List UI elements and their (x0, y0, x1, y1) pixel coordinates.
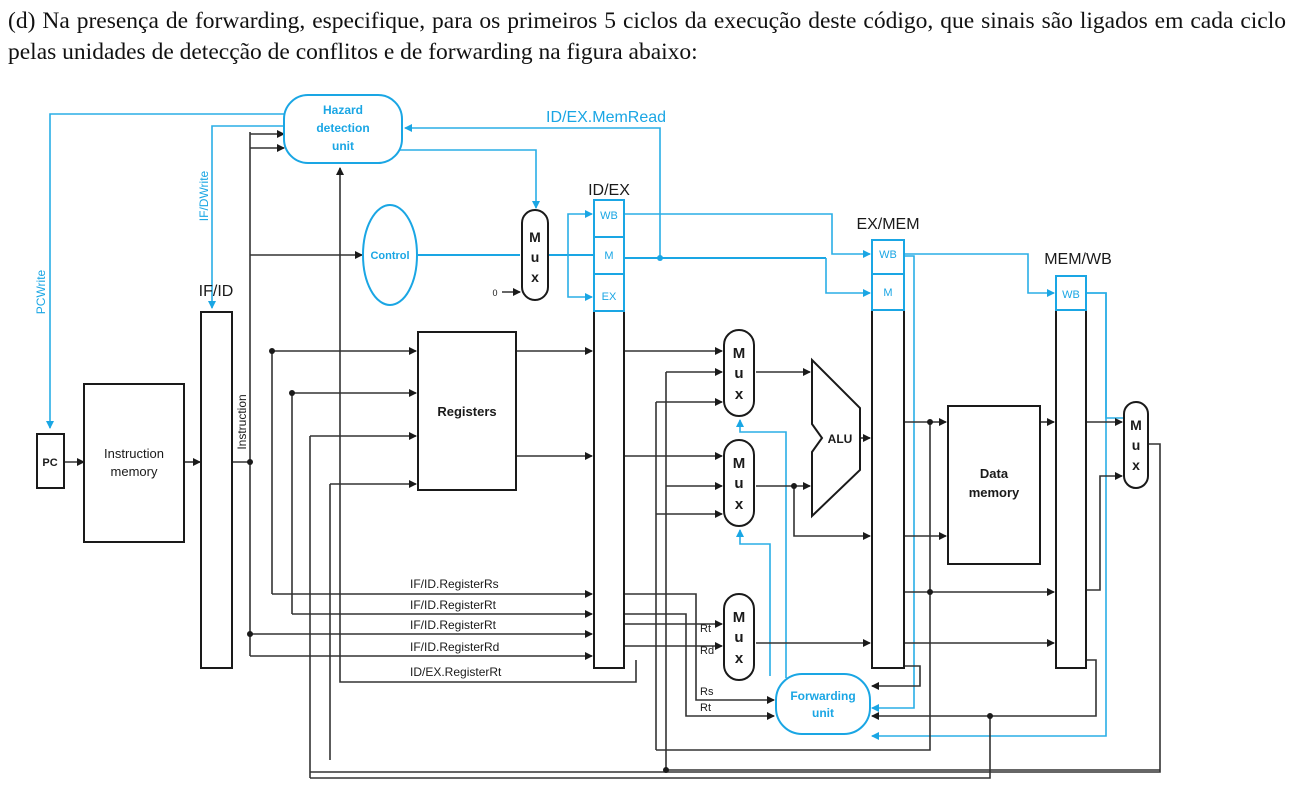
svg-text:memory: memory (969, 485, 1020, 500)
svg-text:Forwarding: Forwarding (790, 689, 855, 703)
svg-text:M: M (1130, 417, 1142, 433)
svg-text:u: u (734, 475, 743, 492)
idex-rt-label: ID/EX.RegisterRt (410, 665, 502, 679)
writeback-mux: M u x (1123, 401, 1149, 489)
rs-label: Rs (700, 686, 714, 698)
svg-text:WB: WB (600, 210, 618, 222)
svg-text:u: u (1132, 437, 1141, 453)
control-label: Control (370, 250, 409, 262)
if-id-label: IF/ID (199, 283, 234, 300)
alu-mux-a: M u x (723, 329, 755, 417)
rt2-label: Rt (700, 702, 711, 714)
svg-text:M: M (883, 287, 892, 299)
svg-text:ALU: ALU (828, 432, 853, 446)
id-ex-register: WB M EX ID/EX (588, 182, 630, 669)
hazard-label-3: unit (332, 139, 354, 153)
regdst-mux: M u x (723, 593, 755, 681)
svg-text:x: x (1132, 457, 1140, 473)
svg-text:memory: memory (111, 464, 158, 479)
svg-text:Data: Data (980, 466, 1009, 481)
zero-input: 0 (492, 288, 497, 298)
instruction-memory: Instruction memory (83, 383, 185, 543)
ifid-rd-label: IF/ID.RegisterRd (410, 640, 499, 654)
svg-text:u: u (734, 365, 743, 382)
ifid-rt1-label: IF/ID.RegisterRt (410, 598, 497, 612)
ifid-rt2-label: IF/ID.RegisterRt (410, 618, 497, 632)
pcwrite-label: PCWrite (34, 269, 48, 314)
alu-mux-b: M u x (723, 439, 755, 527)
alu: ALU (811, 357, 861, 519)
ex-mem-register: WB M EX/MEM (856, 216, 920, 669)
id-ex-label: ID/EX (588, 182, 630, 199)
mem-wb-register: WB MEM/WB (1044, 251, 1112, 669)
ifdwrite-label: IF/DWrite (197, 170, 211, 221)
data-memory: Data memory (947, 405, 1041, 565)
hazard-detection-unit: Hazard detection unit (283, 94, 403, 164)
svg-text:M: M (733, 609, 746, 626)
forwarding-unit: Forwarding unit (775, 673, 871, 735)
hazard-label-2: detection (316, 121, 369, 135)
svg-text:Registers: Registers (437, 404, 496, 419)
svg-text:x: x (735, 650, 744, 667)
pc-register: PC (36, 433, 65, 489)
svg-text:M: M (733, 455, 746, 472)
svg-text:x: x (735, 496, 744, 513)
hazard-label-1: Hazard (323, 103, 363, 117)
rt-label: Rt (700, 623, 711, 635)
svg-text:M: M (604, 250, 613, 262)
svg-text:PC: PC (42, 457, 57, 469)
mem-wb-label: MEM/WB (1044, 251, 1112, 268)
svg-text:x: x (531, 269, 539, 285)
control-mux: M u x 0 (492, 209, 549, 301)
instruction-label: Instruction (235, 394, 249, 449)
svg-text:WB: WB (1062, 289, 1080, 301)
svg-text:u: u (531, 249, 540, 265)
ifid-rs-label: IF/ID.RegisterRs (410, 577, 499, 591)
svg-text:M: M (529, 229, 541, 245)
idex-memread-label: ID/EX.MemRead (546, 109, 666, 126)
control-unit: Control (362, 204, 418, 306)
svg-text:M: M (733, 345, 746, 362)
svg-text:u: u (734, 629, 743, 646)
datapath-wires (64, 130, 1161, 779)
svg-text:EX: EX (602, 291, 617, 303)
svg-text:x: x (735, 386, 744, 403)
svg-text:unit: unit (812, 706, 834, 720)
svg-text:Instruction: Instruction (104, 446, 164, 461)
if-id-register: IF/ID Instruction (199, 283, 249, 669)
svg-text:WB: WB (879, 249, 897, 261)
rd-label: Rd (700, 645, 714, 657)
question-text: (d) Na presença de forwarding, especifiq… (8, 8, 1286, 65)
ex-mem-label: EX/MEM (856, 216, 919, 233)
hazard-control-wires (46, 113, 1124, 740)
register-file: Registers (417, 331, 517, 491)
